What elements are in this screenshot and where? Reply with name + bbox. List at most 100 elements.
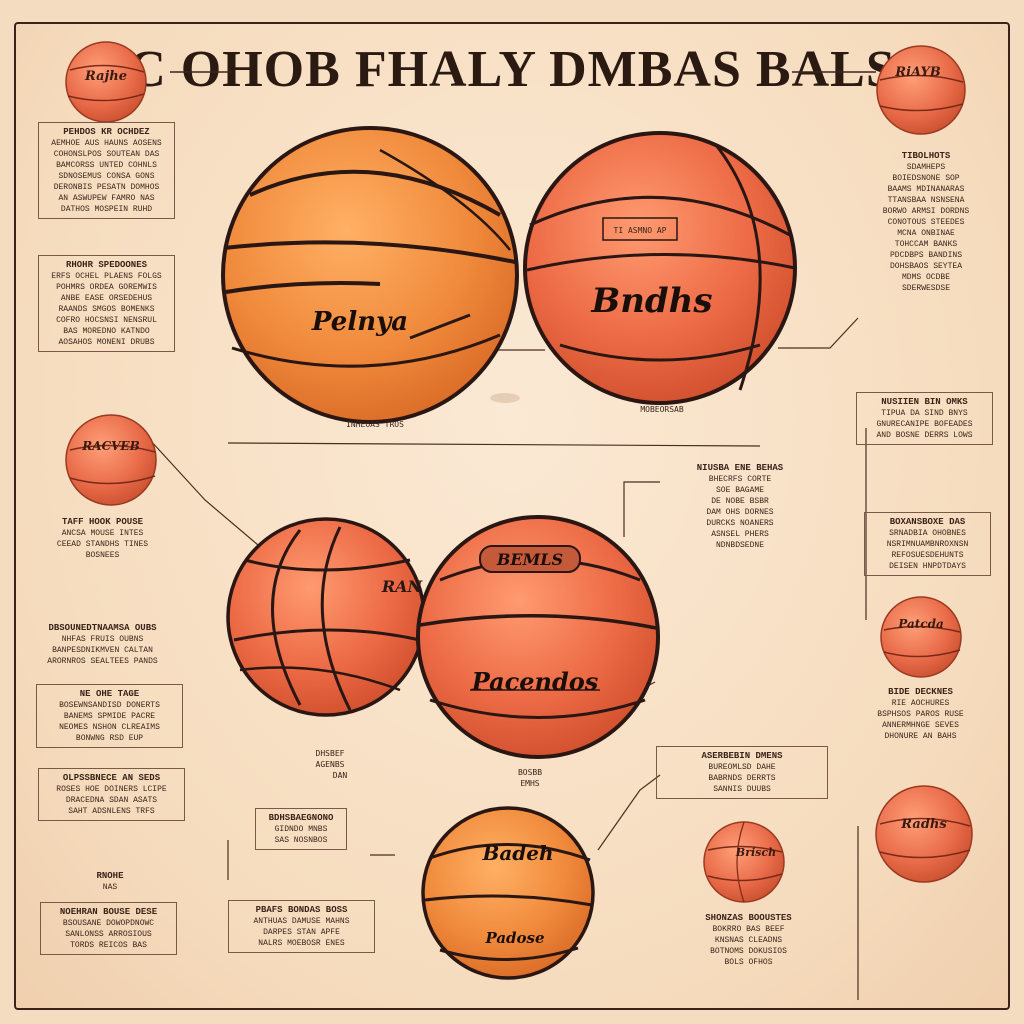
ball-logo: Radhs [900,817,947,832]
block-line: BANPESDNIKMVEN CALTAN [52,646,153,655]
ball-body [226,517,426,717]
block-line: BAS MOREDNO KATNDO [63,327,150,336]
text-block-left-seventh: RNOHE NAS [60,870,160,893]
ball-body [880,596,962,678]
ball-seam [879,74,964,83]
block-line: TTANSBAA NSNSENA [887,196,965,205]
block-line: SAHT ADSNLENS TRFS [68,807,155,816]
ball-seam [707,845,783,853]
block-line: BSPHSOS PAROS RUSE [877,710,964,719]
ball-seam [239,666,401,692]
block-line: BOTNOMS DOKUSIOS [710,947,787,956]
ball-caption: BOSBB [518,768,542,777]
ball-logo: RiAYB [894,65,940,80]
block-line: BAAMS MDINANARAS [887,185,965,194]
block-line: BOSNEES [85,551,120,560]
block-line: GNURECANIPE BOFEADES [876,420,973,429]
block-line: DRACEDNA SDAN ASATS [65,796,158,805]
block-line: SDAMHEPS [906,163,946,172]
block-line: BORWO ARMSI DORDNS [882,207,970,216]
block-line: BUREOMLSD DAHE [708,763,776,772]
page-title: C OHOB FHALY DMBAS BALS [128,41,896,98]
ball-seam [879,103,964,112]
block-line: NDNBDSEDNE [715,541,764,550]
basketball-small-top-left: Rajhe [65,41,147,123]
ball-logo: Pacendos [471,667,599,696]
ball-band: BEMLS [496,550,563,569]
basketball-mid-right: BEMLS Pacendos [416,515,660,759]
ball-seam [69,64,145,73]
ball-caption: AGENBS [316,760,345,769]
ball-seam [879,849,971,859]
ball-seam [529,195,791,237]
block-line: CONOTOUS STEEDES [887,218,965,227]
ball-logo: Pelnya [311,307,408,337]
ball-body [703,821,785,903]
block-line: BOKRRO BAS BEEF [712,925,785,934]
block-line: REFOSUESDEHUNTS [891,551,964,560]
ball-seam [233,628,421,642]
ball-body [421,806,595,980]
block-heading: TAFF HOOK POUSE [61,517,143,527]
ball-body [221,126,519,424]
block-heading: RHOHR SPEDOONES [65,260,147,270]
block-heading: NUSIIEN BIN OMKS [881,397,968,407]
block-heading: PBAFS BONDAS BOSS [255,905,348,915]
ball-panel [602,217,678,241]
block-line: MCNA ONBINAE [897,229,955,238]
block-line: ROSES HOE DOINERS LCIPE [56,785,167,794]
block-line: ERFS OCHEL PLAENS FOLGS [51,272,162,281]
ball-logo: Bndhs [590,281,712,321]
block-heading: RNOHE [96,871,124,881]
block-line: AN ASWUPEW FAMRO NAS [58,194,155,203]
ball-seam [419,613,657,630]
block-line: KNSNAS CLEADNS [714,936,783,945]
basketball-small-bottom-mid: Brisch [703,821,785,903]
block-line: BOIEDSNONE SOP [892,174,960,183]
text-block-left-sixth: OLPSSBNECE AN SEDS ROSES HOE DOINERS LCI… [38,768,185,821]
block-heading: NIUSBA ENE BEHAS [696,463,784,473]
block-heading: OLPSSBNECE AN SEDS [62,773,161,783]
ball-body [416,515,660,759]
ball-seam [67,93,145,102]
block-heading: NOEHRAN BOUSE DESE [59,907,158,917]
block-heading: BIDE DECKNES [888,687,953,697]
block-heading: PEHDOS KR OCHDEZ [63,127,150,137]
block-line: TOHCCAM BANKS [894,240,958,249]
block-line: BONWNG RSD EUP [75,734,144,743]
ball-body [523,131,797,405]
text-block-left-fourth: DBSOUNEDTNAAMSA OUBS NHFAS FRUIS OUBNS BA… [40,622,165,667]
block-line: POHMRS ORDEA GOREMWIS [56,283,157,292]
block-line: NEOMES NSHON CLREAIMS [59,723,160,732]
connector-mid [623,481,660,537]
ball-seam [69,475,156,485]
ball-badge: TI ASMNO AP [614,226,667,235]
basketball-large-top-right: TI ASMNO AP Bndhs [523,131,797,405]
block-heading: DBSOUNEDTNAAMSA OUBS [48,623,157,633]
ball-seam [271,529,302,706]
connector-bottom [597,774,661,851]
block-line: NHFAS FRUIS OUBNS [61,635,144,644]
ball-seam [439,946,579,961]
ball-seam [225,281,381,294]
text-block-left-mid: RHOHR SPEDOONES ERFS OCHEL PLAENS FOLGS P… [38,255,175,352]
ball-logo: Badeh [481,841,553,865]
ball-seam [883,625,961,633]
ball-caption: DAN [333,771,348,780]
block-line: SANNIS DUUBS [713,785,771,794]
ball-seam [707,873,783,882]
block-line: ANTHUAS DAMUSE MAHNS [253,917,350,926]
ball-caption: INHEOAS TROS [346,420,404,429]
block-line: BHECRFS CORTE [708,475,772,484]
block-line: COHONSLPOS SOUTEAN DAS [53,150,160,159]
ball-seam [379,148,511,251]
block-line: GIDNDO MNBS [274,825,328,834]
block-heading: BDHSBAEGNONO [268,813,334,823]
block-line: DEISEN HNPDTDAYS [889,562,966,571]
